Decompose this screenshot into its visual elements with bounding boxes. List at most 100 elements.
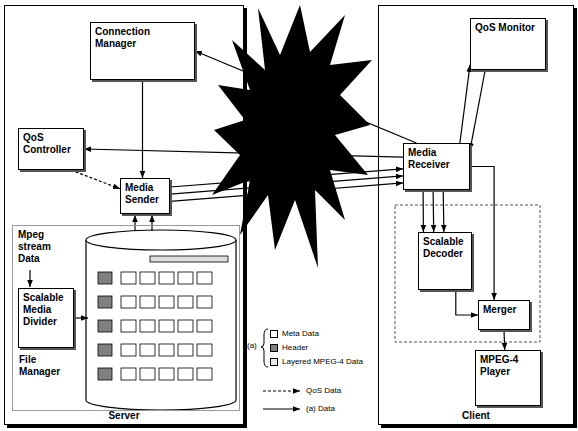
read-arrow <box>134 215 135 231</box>
process-box: Media Sender <box>120 178 170 214</box>
box-label: Media Sender <box>125 182 165 206</box>
legend-line <box>263 390 300 391</box>
process-box: Merger <box>478 300 530 330</box>
database-cylinder <box>86 240 236 410</box>
box-label: QoS Monitor <box>475 22 541 34</box>
data-connector <box>195 51 416 143</box>
legend-text: Header <box>282 343 308 353</box>
data-cell <box>197 320 212 332</box>
legend-row: (a) Data <box>262 404 335 414</box>
decoder-region <box>395 205 540 342</box>
data-connector <box>423 190 424 232</box>
data-cell <box>159 344 174 356</box>
legend-bracket <box>261 329 268 367</box>
legend-row: Header <box>270 343 308 353</box>
data-connector <box>470 167 494 301</box>
connector-layer <box>71 51 505 350</box>
data-cell <box>140 272 155 284</box>
data-cell <box>159 272 174 284</box>
stream-arrow <box>29 270 30 287</box>
data-cell <box>178 296 193 308</box>
header-cell <box>98 344 112 356</box>
database-top <box>86 230 236 250</box>
box-label: Scalable Media Divider <box>23 292 69 328</box>
store-arrow <box>74 317 88 318</box>
data-cell <box>121 272 136 284</box>
data-cell <box>197 368 212 380</box>
process-box: Scalable Media Divider <box>18 288 74 348</box>
database-bar <box>150 256 228 262</box>
data-connector <box>460 65 470 143</box>
box-label: QoS Controller <box>23 132 79 156</box>
data-cell <box>121 368 136 380</box>
box-label: Scalable Decoder <box>423 236 467 260</box>
data-connector <box>456 290 478 315</box>
box-label: Merger <box>483 304 525 316</box>
box-label: Connection Manager <box>95 26 190 50</box>
process-box: Media Receiver <box>403 143 470 190</box>
legend-swatch <box>270 330 278 338</box>
legend-text: QoS Data <box>306 386 341 396</box>
legend-row: QoS Data <box>262 386 341 396</box>
data-cell <box>178 320 193 332</box>
legend-row: Layered MPEG-4 Data <box>270 357 363 367</box>
header-cell <box>98 296 112 308</box>
qos-connector <box>71 170 120 189</box>
data-connector <box>170 176 403 194</box>
data-connector <box>470 70 485 150</box>
data-cell <box>140 344 155 356</box>
data-connector <box>433 190 435 232</box>
process-box: QoS Monitor <box>470 18 546 70</box>
header-cell <box>98 272 112 284</box>
legend-swatch <box>270 358 278 366</box>
data-cell <box>159 368 174 380</box>
data-cell <box>197 272 212 284</box>
process-box: MPEG-4 Player <box>475 350 541 406</box>
legend-line-sample <box>262 404 302 414</box>
process-box: Scalable Decoder <box>418 232 472 290</box>
legend-line <box>263 408 300 409</box>
data-connector <box>503 330 505 350</box>
data-connector <box>142 80 143 178</box>
data-cell <box>197 296 212 308</box>
process-box: QoS Controller <box>18 128 84 170</box>
legend-text: (a) Data <box>306 404 335 414</box>
network-cloud <box>212 5 372 268</box>
data-connector <box>443 190 445 232</box>
data-source-label: Mpeg stream Data <box>18 229 70 265</box>
legend-line-sample <box>262 386 302 396</box>
box-label: MPEG-4 Player <box>480 354 536 378</box>
data-cell <box>159 296 174 308</box>
data-cell <box>140 368 155 380</box>
data-cell <box>159 320 174 332</box>
frame-title: Server <box>108 410 139 422</box>
database-grid <box>98 272 212 380</box>
data-cell <box>121 320 136 332</box>
header-cell <box>98 320 112 332</box>
client-frame: Client QoS MonitorMedia ReceiverScalable … <box>378 5 574 425</box>
data-connector <box>170 183 403 202</box>
data-cell <box>197 344 212 356</box>
legend-row: Meta Data <box>270 329 319 339</box>
legend-text: Layered MPEG-4 Data <box>282 357 363 367</box>
server-frame: Server Connection ManagerQoS ControllerMe… <box>4 5 244 425</box>
region-title: File Manager <box>19 354 71 378</box>
header-cell <box>98 368 112 380</box>
data-connector <box>170 169 403 187</box>
data-cell <box>121 344 136 356</box>
data-cell <box>121 296 136 308</box>
data-cell <box>140 296 155 308</box>
data-cell <box>178 272 193 284</box>
box-label: Media Receiver <box>408 147 465 171</box>
file-manager-region: File Manager Scalable Media Divider <box>12 225 240 411</box>
frame-title: Client <box>462 410 490 422</box>
data-cell <box>178 368 193 380</box>
legend-swatch <box>270 344 278 352</box>
legend-group-label: (a) <box>247 341 261 351</box>
data-cell <box>178 344 193 356</box>
legend-text: Meta Data <box>282 329 319 339</box>
process-box: Connection Manager <box>90 22 195 80</box>
read-arrow <box>151 215 152 231</box>
data-cell <box>140 320 155 332</box>
